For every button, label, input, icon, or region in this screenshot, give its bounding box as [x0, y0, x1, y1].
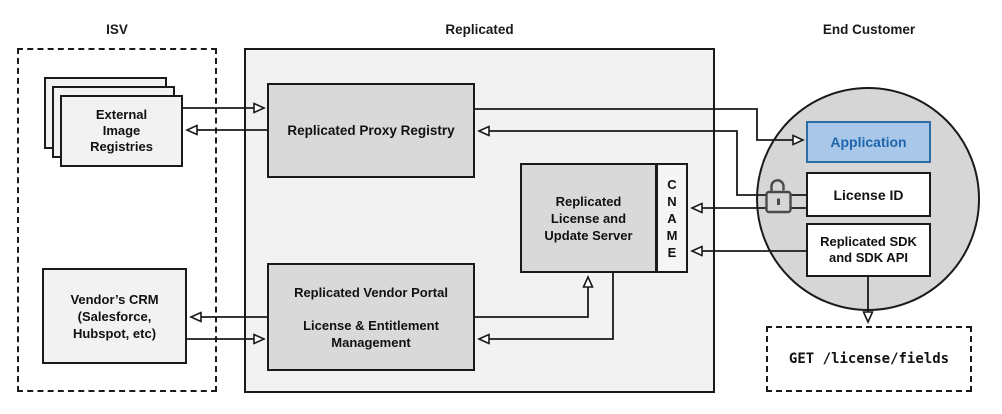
- node-label-line: Registries: [90, 139, 153, 154]
- node-label-line: Replicated: [555, 193, 622, 209]
- node-label: License ID: [833, 186, 904, 203]
- connector-licenseid-to-proxy: [479, 131, 766, 196]
- section-label-isv: ISV: [106, 22, 128, 37]
- section-label-replicated: Replicated: [445, 22, 514, 37]
- node-label-line: Vendor’s CRM: [70, 291, 159, 307]
- license-id-node: License ID: [806, 172, 931, 217]
- replicated-sdk-node: Replicated SDK and SDK API: [806, 223, 931, 277]
- cname-letter: A: [667, 210, 677, 226]
- node-label-line: External: [95, 107, 148, 122]
- connector-portal-to-server: [475, 277, 588, 318]
- node-label-line: License & Entitlement: [303, 317, 439, 333]
- cname-letter: N: [667, 193, 677, 209]
- node-title: Replicated Vendor Portal: [294, 284, 448, 300]
- cname-node: C N A M E: [656, 163, 688, 273]
- section-label-end-customer: End Customer: [822, 22, 916, 37]
- node-label: Application: [830, 134, 907, 150]
- external-image-registries-node: External Image Registries: [60, 95, 183, 167]
- replicated-vendor-portal-node: Replicated Vendor Portal License & Entit…: [267, 263, 475, 371]
- cname-letter: E: [667, 244, 677, 260]
- replicated-license-update-server-node: Replicated License and Update Server: [520, 163, 657, 273]
- replicated-proxy-registry-node: Replicated Proxy Registry: [267, 83, 475, 178]
- node-label-line: Image: [102, 123, 141, 138]
- open-lock-icon: [765, 179, 792, 214]
- node-label: Replicated Proxy Registry: [287, 122, 455, 138]
- application-node: Application: [806, 121, 931, 163]
- node-label-line: Management: [331, 334, 411, 350]
- node-label: GET /license/fields: [788, 351, 950, 367]
- node-label-line: License and: [550, 210, 627, 226]
- node-label-line: and SDK API: [829, 250, 908, 265]
- cname-letter: C: [667, 176, 677, 192]
- vendors-crm-node: Vendor’s CRM (Salesforce, Hubspot, etc): [42, 268, 187, 364]
- connector-server-to-portal: [479, 273, 614, 339]
- connector-proxy-to-application: [475, 108, 803, 140]
- node-label-line: Update Server: [544, 227, 633, 243]
- node-label-line: Hubspot, etc): [72, 325, 157, 341]
- node-label-line: (Salesforce,: [77, 308, 152, 324]
- cname-letter: M: [666, 227, 678, 243]
- get-license-fields-node: GET /license/fields: [766, 326, 972, 392]
- node-label-line: Replicated SDK: [820, 234, 917, 249]
